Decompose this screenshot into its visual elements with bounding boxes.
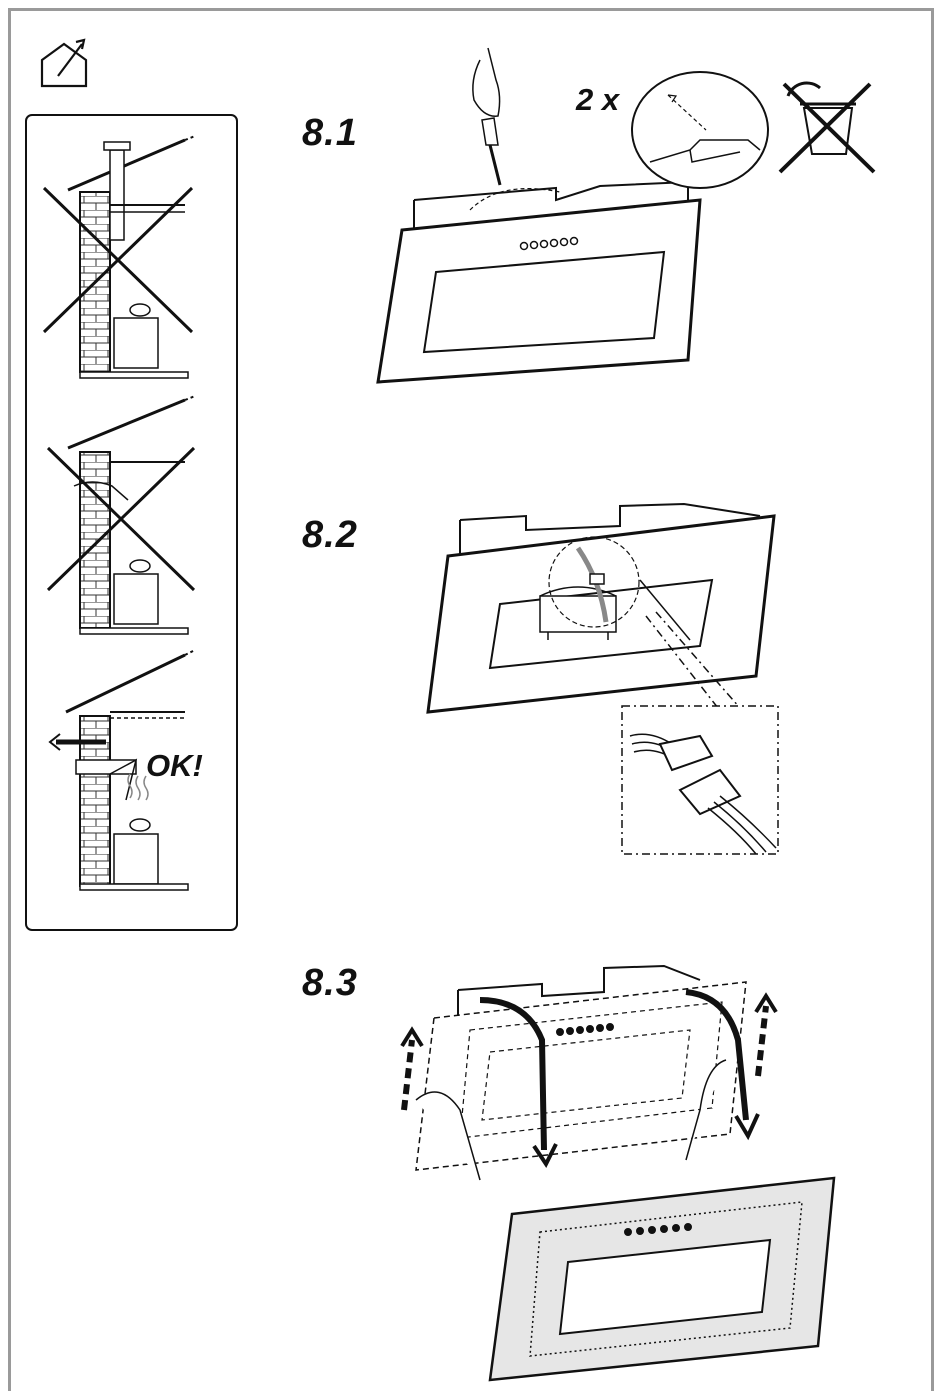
screw-detail-magnifier [632,72,768,188]
glass-panel-removed [490,1178,834,1380]
step-label-8-2: 8.2 [302,514,358,557]
step-8-2-illustration [428,504,778,854]
house-vent-icon [42,40,86,86]
quantity-label: 2 x [576,82,619,118]
crossed-out-bin-icon [780,83,874,172]
venting-wrong-loft [48,396,195,634]
control-buttons [557,1024,614,1036]
ok-label: OK! [146,748,203,784]
step-label-8-1: 8.1 [302,112,358,155]
venting-wrong-chimney [44,136,195,378]
venting-options-panel [26,115,237,930]
step-label-8-3: 8.3 [302,962,358,1005]
step-8-3-illustration [402,966,776,1180]
